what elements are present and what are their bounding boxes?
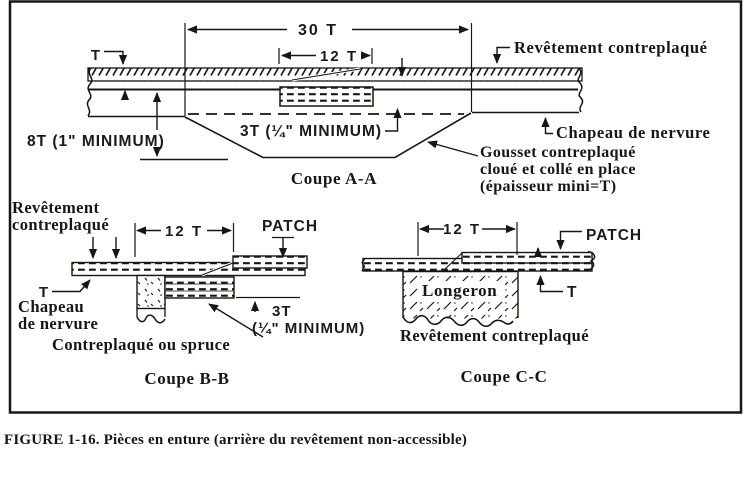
aa-dim-12t-label: 12 T [320, 48, 358, 65]
cc-dim-t-label: T [567, 284, 577, 301]
bb-dim-3t-min-label: (¼" MINIMUM) [252, 320, 365, 337]
cc-longeron-label: Longeron [422, 281, 497, 300]
cc-dim-12t-label: 12 T [443, 221, 481, 238]
cc-patch-strip [443, 250, 596, 272]
bb-rib-web [136, 274, 166, 324]
bb-callout-skin-line2: contreplaqué [12, 215, 109, 234]
bb-callout-ribcap: Chapeau de nervure [18, 297, 98, 333]
bb-patch-callout: PATCH [262, 218, 318, 258]
cc-dim-t: T [533, 247, 577, 301]
cc-section-label: Coupe C-C [460, 367, 547, 386]
cc-patch-label: PATCH [586, 227, 642, 244]
aa-section-label: Coupe A-A [291, 169, 377, 188]
aa-callout-gusset: Gousset contreplaqué cloué et collé en p… [427, 140, 636, 195]
figure-caption: FIGURE 1-16. Pièces en enture (arrière d… [4, 432, 467, 448]
bb-dim-t-label: T [39, 284, 49, 301]
figure-border [8, 0, 743, 414]
aa-callout-ribcap-label: Chapeau de nervure [556, 123, 710, 142]
aa-dim-30t: 30 T [184, 22, 473, 116]
bb-dim-3t-label: 3T [272, 303, 292, 320]
aa-dim-8t: 8T (1" MINIMUM) [27, 92, 228, 161]
section-bb-drawing: Revêtement contreplaqué 12 T PATCH T Cha… [12, 198, 365, 388]
cc-skin-break-left [361, 258, 366, 272]
cc-longeron: Longeron [402, 270, 519, 328]
section-aa-drawing: 30 T 12 T T 8T (1" MINIMUM) 3T (¼" MINIM… [27, 22, 710, 195]
cc-dim-12t: 12 T [417, 221, 518, 256]
cc-longeron-break-edge [402, 314, 514, 328]
bb-patch-strip [232, 255, 308, 269]
aa-callout-gusset-line1: Gousset contreplaqué [480, 144, 636, 161]
cc-patch-callout: PATCH [556, 227, 642, 250]
aa-dim-12t: 12 T [278, 48, 373, 65]
bb-dim-12t-label: 12 T [165, 223, 203, 240]
bb-callout-material-label: Contreplaqué ou spruce [52, 335, 230, 354]
cc-callout-skin-label: Revêtement contreplaqué [400, 326, 589, 345]
bb-patch-label: PATCH [262, 218, 318, 235]
aa-scarf-seam [291, 68, 361, 81]
cc-skin-break-right [586, 250, 596, 272]
bb-dim-12t: 12 T [134, 223, 235, 257]
aa-left-break-edge [86, 67, 93, 117]
aa-callout-ribcap: Chapeau de nervure [541, 117, 710, 142]
bb-dim-t: T [39, 279, 91, 301]
bb-dim-3t: 3T (¼" MINIMUM) [250, 301, 365, 337]
bb-callout-skin-line1: Revêtement [12, 198, 99, 217]
aa-dim-3t: 3T (¼" MINIMUM) [240, 58, 407, 140]
aa-dim-t-label: T [91, 47, 101, 64]
cc-scarf-seam [443, 252, 463, 271]
aa-patch-block [279, 86, 374, 107]
bb-callout-ribcap-line2: de nervure [18, 314, 98, 333]
bb-callout-skin: Revêtement contreplaqué [12, 198, 121, 259]
bb-callout-material: Contreplaqué ou spruce [52, 303, 264, 354]
aa-gusset-outline [184, 112, 472, 159]
bb-doubler-plates [164, 276, 235, 299]
aa-dim-3t-label: 3T (¼" MINIMUM) [240, 123, 382, 140]
aa-callout-gusset-line3: (épaisseur mini=T) [480, 178, 616, 195]
aa-callout-gusset-line2: cloué et collé en place [480, 161, 636, 178]
aa-right-break-edge [577, 67, 584, 113]
bb-callout-ribcap-line1: Chapeau [18, 297, 84, 316]
cc-longeron-label-knockout [419, 281, 505, 299]
aa-callout-skin-label: Revêtement contreplaqué [514, 38, 708, 57]
aa-callout-skin: Revêtement contreplaqué [492, 38, 708, 64]
section-cc-drawing: Longeron 12 T PATCH T Revêtement contrep… [361, 221, 642, 386]
aa-dim-30t-label: 30 T [298, 22, 338, 39]
aa-dim-t: T [91, 47, 130, 100]
bb-section-label: Coupe B-B [144, 369, 229, 388]
bb-rib-break-edge [136, 314, 166, 324]
aa-dim-8t-label: 8T (1" MINIMUM) [27, 133, 165, 150]
